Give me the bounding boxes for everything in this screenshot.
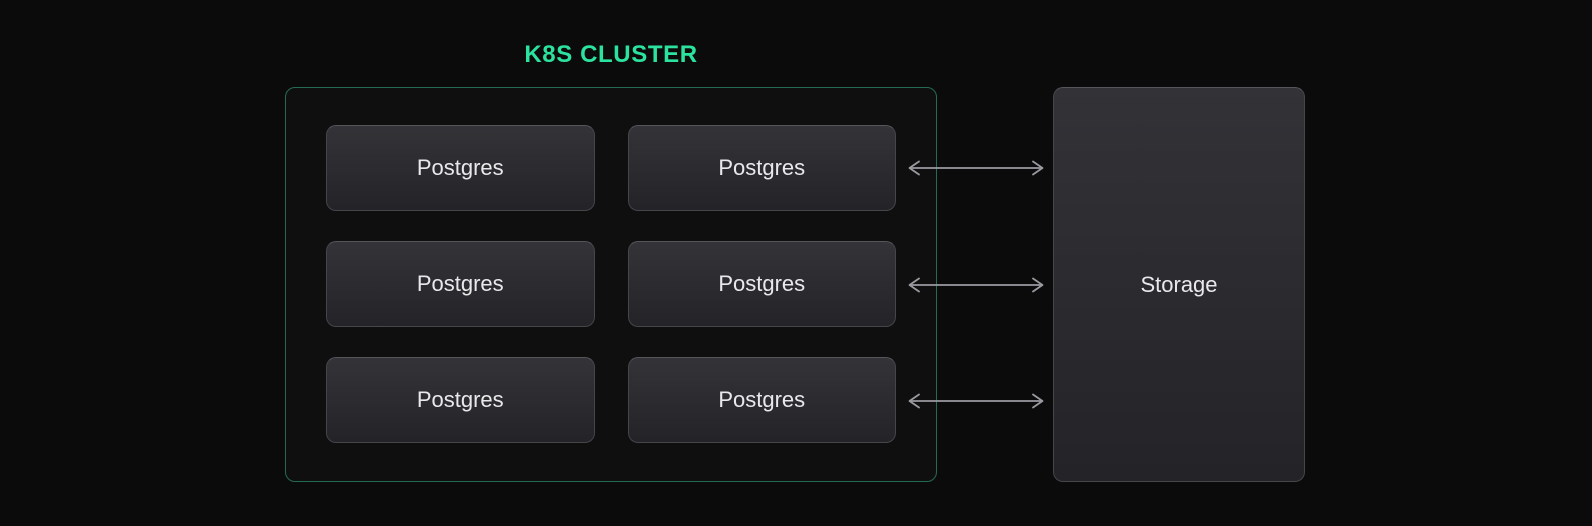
postgres-node-label: Postgres (718, 155, 806, 180)
postgres-node: Postgres (627, 357, 896, 443)
postgres-node: Postgres (627, 241, 896, 327)
postgres-node-label: Postgres (718, 387, 806, 412)
bidirectional-arrow-icon (908, 160, 1044, 176)
postgres-node: Postgres (326, 357, 595, 443)
postgres-node: Postgres (326, 241, 595, 327)
postgres-node-label: Postgres (416, 155, 504, 180)
cluster-title: K8S CLUSTER (524, 41, 698, 68)
bidirectional-arrow-icon (908, 277, 1044, 293)
k8s-cluster-box: Postgres Postgres Postgres Postgres Post… (285, 87, 937, 482)
postgres-node-label: Postgres (416, 387, 504, 412)
postgres-node: Postgres (627, 125, 896, 211)
storage-label: Storage (1140, 271, 1218, 297)
postgres-node: Postgres (326, 125, 595, 211)
bidirectional-arrow-icon (908, 393, 1044, 409)
postgres-node-label: Postgres (416, 271, 504, 296)
postgres-node-label: Postgres (718, 271, 806, 296)
storage-box: Storage (1053, 87, 1305, 482)
